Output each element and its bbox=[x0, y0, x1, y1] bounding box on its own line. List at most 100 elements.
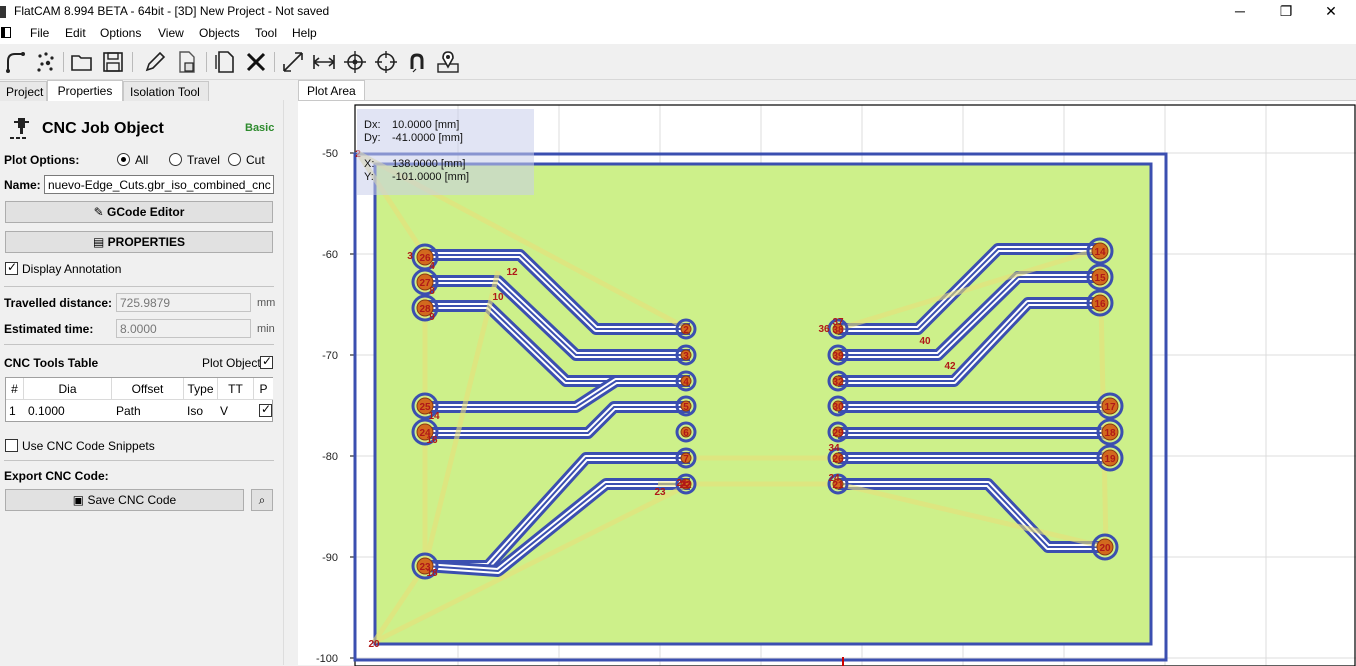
tab-plot-area[interactable]: Plot Area bbox=[298, 80, 365, 100]
annotation-label: 4 bbox=[429, 261, 435, 272]
open-gerber-icon[interactable] bbox=[3, 49, 29, 75]
annotation-label: 9 bbox=[429, 312, 435, 323]
col-header-offset[interactable]: Offset bbox=[112, 378, 184, 400]
col-header-dia[interactable]: Dia bbox=[24, 378, 112, 400]
menu-file[interactable]: File bbox=[30, 26, 50, 40]
pad-ring bbox=[827, 447, 849, 469]
col-header-num[interactable]: # bbox=[6, 378, 24, 400]
pad bbox=[1091, 294, 1109, 312]
menu-options[interactable]: Options bbox=[100, 26, 142, 40]
save-icon: ▣ bbox=[72, 493, 85, 507]
cell-dia[interactable]: 0.1000 bbox=[28, 404, 65, 418]
y-tick-label: -60 bbox=[322, 249, 338, 261]
annotation-label: 34 bbox=[828, 443, 840, 454]
col-header-type[interactable]: Type bbox=[184, 378, 218, 400]
annotation-label: 24 bbox=[828, 473, 840, 484]
radio-travel[interactable] bbox=[169, 153, 182, 166]
menu-help[interactable]: Help bbox=[292, 26, 317, 40]
pad-label: 2 bbox=[683, 325, 689, 336]
toolbar bbox=[0, 44, 1356, 80]
pad-ring bbox=[675, 473, 697, 495]
pad-ring bbox=[827, 344, 849, 366]
pad bbox=[680, 349, 692, 361]
col-header-p[interactable]: P bbox=[254, 378, 273, 400]
pad-ring bbox=[1086, 237, 1114, 265]
plot-canvas[interactable]: -50-60-70-80-90-100 26272825242323456722… bbox=[298, 101, 1356, 666]
col-header-tt[interactable]: TT bbox=[218, 378, 254, 400]
plot-options-label: Plot Options: bbox=[4, 153, 80, 167]
pad bbox=[416, 273, 434, 291]
gcode-editor-button[interactable]: ✎ GCode Editor bbox=[5, 201, 273, 223]
pad-ring bbox=[827, 370, 849, 392]
radio-all[interactable] bbox=[117, 153, 130, 166]
new-excellon-icon[interactable] bbox=[33, 49, 59, 75]
close-button[interactable]: ✕ bbox=[1325, 3, 1337, 19]
tab-isolation-tool[interactable]: Isolation Tool bbox=[123, 81, 209, 101]
radio-all-label: All bbox=[135, 153, 149, 167]
pad-label: 22 bbox=[680, 480, 692, 491]
distance-icon[interactable] bbox=[311, 49, 337, 75]
name-field[interactable]: nuevo-Edge_Cuts.gbr_iso_combined_cnc bbox=[44, 175, 274, 194]
origin-target-icon[interactable] bbox=[342, 49, 368, 75]
level-label[interactable]: Basic bbox=[245, 122, 275, 134]
toolbar-separator bbox=[274, 52, 275, 72]
title-bar: FlatCAM 8.994 BETA - 64bit - [3D] New Pr… bbox=[0, 0, 1356, 23]
pad bbox=[1091, 268, 1109, 286]
pad-label: 5 bbox=[683, 402, 689, 413]
pad-label: 26 bbox=[832, 454, 844, 465]
pad-ring bbox=[1086, 263, 1114, 291]
divider bbox=[4, 460, 274, 461]
menu-view[interactable]: View bbox=[158, 26, 184, 40]
pad-ring bbox=[411, 294, 439, 322]
maximize-button[interactable]: ❐ bbox=[1279, 3, 1293, 19]
copy-file-icon[interactable] bbox=[174, 49, 200, 75]
menu-objects[interactable]: Objects bbox=[199, 26, 240, 40]
plot-object-checkbox[interactable] bbox=[260, 354, 273, 369]
magnet-icon[interactable] bbox=[404, 49, 430, 75]
menu-tool[interactable]: Tool bbox=[255, 26, 278, 40]
tab-project[interactable]: Project bbox=[0, 81, 47, 101]
pad-ring bbox=[827, 473, 849, 495]
radio-cut[interactable] bbox=[228, 153, 241, 166]
locate-icon[interactable] bbox=[435, 49, 461, 75]
tab-properties[interactable]: Properties bbox=[47, 80, 123, 101]
minimize-button[interactable]: ─ bbox=[1235, 3, 1245, 19]
cell-plot-checkbox[interactable] bbox=[259, 402, 272, 417]
save-icon[interactable] bbox=[100, 49, 126, 75]
delete-icon[interactable] bbox=[243, 49, 269, 75]
x-label: X: bbox=[364, 158, 375, 170]
pad bbox=[680, 452, 692, 464]
gcode-editor-label: GCode Editor bbox=[107, 205, 185, 219]
pad-ring bbox=[827, 318, 849, 340]
use-snippets-checkbox[interactable] bbox=[5, 439, 18, 452]
cnc-job-icon bbox=[10, 118, 29, 139]
cell-tt[interactable]: V bbox=[220, 404, 229, 418]
fit-view-icon[interactable] bbox=[280, 49, 306, 75]
pad-ring bbox=[1086, 289, 1114, 317]
pad bbox=[680, 426, 692, 438]
new-document-icon[interactable] bbox=[212, 49, 238, 75]
edit-pencil-icon[interactable] bbox=[142, 49, 168, 75]
pad bbox=[832, 323, 844, 335]
pad-label: 25 bbox=[419, 402, 431, 413]
preview-button[interactable]: ⌕ bbox=[251, 489, 273, 511]
menu-edit[interactable]: Edit bbox=[65, 26, 86, 40]
pad-label: 14 bbox=[1094, 247, 1106, 258]
save-cnc-code-button[interactable]: ▣ Save CNC Code bbox=[5, 489, 244, 511]
open-folder-icon[interactable] bbox=[69, 49, 95, 75]
pad-ring bbox=[827, 421, 849, 443]
jump-to-icon[interactable] bbox=[373, 49, 399, 75]
y-tick-label: -90 bbox=[322, 552, 338, 564]
cell-type[interactable]: Iso bbox=[187, 404, 204, 418]
sidebar-toggle-icon[interactable] bbox=[1, 27, 11, 38]
pad-ring bbox=[675, 421, 697, 443]
properties-button[interactable]: ▤ PROPERTIES bbox=[5, 231, 273, 253]
annotation-label: 37 bbox=[832, 317, 844, 328]
annotation-label: 36 bbox=[818, 324, 830, 335]
annotation-label: 10 bbox=[492, 292, 504, 303]
cell-offset[interactable]: Path bbox=[116, 404, 141, 418]
display-annotation-checkbox[interactable] bbox=[5, 260, 18, 275]
panel-scrollbar[interactable] bbox=[283, 100, 297, 665]
pad-ring bbox=[411, 552, 439, 580]
annotation-label: 12 bbox=[506, 267, 518, 278]
